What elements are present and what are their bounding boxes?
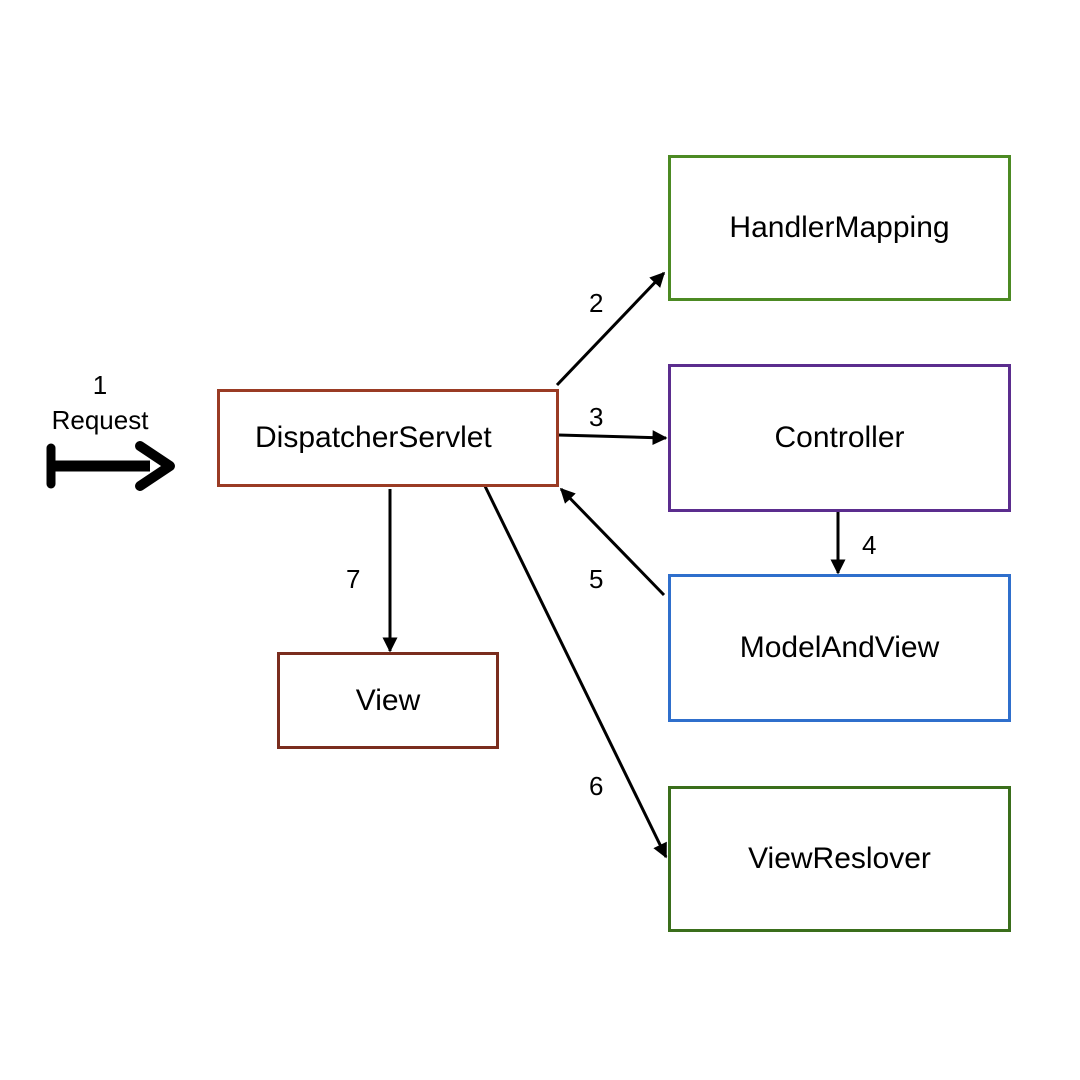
node-handler-mapping: HandlerMapping bbox=[668, 155, 1011, 301]
request-step-number: 1 bbox=[92, 370, 108, 400]
node-model-and-view: ModelAndView bbox=[668, 574, 1011, 722]
step-label-7: 7 bbox=[346, 564, 361, 594]
node-view: View bbox=[277, 652, 499, 749]
node-controller-label: Controller bbox=[774, 421, 905, 454]
step-label-5: 5 bbox=[589, 564, 604, 594]
node-view-label: View bbox=[355, 683, 421, 717]
arrow-step-5 bbox=[559, 487, 666, 597]
node-dispatcher-servlet-label: DispatcherServlet bbox=[255, 421, 492, 454]
step-label-6: 6 bbox=[589, 771, 604, 801]
node-handler-mapping-label: HandlerMapping bbox=[729, 211, 950, 244]
node-model-and-view-label: ModelAndView bbox=[739, 631, 940, 664]
step-label-4: 4 bbox=[862, 530, 877, 560]
arrow-step-3 bbox=[557, 430, 668, 446]
request-label: Request bbox=[51, 405, 149, 435]
arrow-step-6 bbox=[481, 481, 668, 859]
node-dispatcher-servlet: DispatcherServlet bbox=[217, 389, 559, 487]
step-label-2: 2 bbox=[589, 288, 604, 318]
node-controller: Controller bbox=[668, 364, 1011, 512]
arrow-step-2 bbox=[555, 271, 666, 387]
request-arrow-head bbox=[135, 441, 175, 491]
node-view-resolver-label: ViewReslover bbox=[748, 842, 931, 875]
step-label-3: 3 bbox=[589, 402, 604, 432]
node-view-resolver: ViewReslover bbox=[668, 786, 1011, 932]
